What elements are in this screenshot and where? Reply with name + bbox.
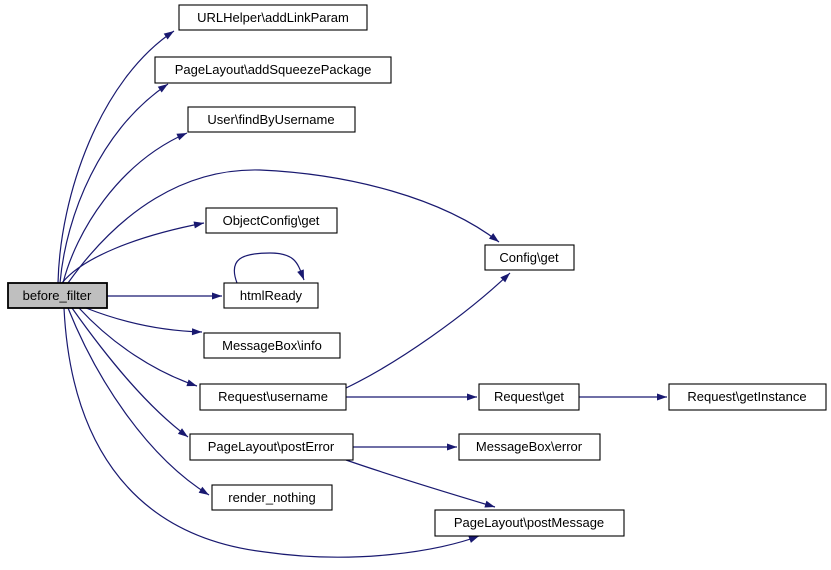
node-add-link-param[interactable]: URLHelper\addLinkParam: [178, 4, 368, 31]
message-box-error-label: MessageBox\error: [476, 439, 583, 454]
post-error-box[interactable]: [189, 433, 354, 461]
post-message-label: PageLayout\postMessage: [454, 515, 604, 530]
node-post-error[interactable]: PageLayout\postError: [189, 433, 354, 461]
node-request-get[interactable]: Request\get: [478, 383, 580, 411]
find-by-username-box[interactable]: [187, 106, 356, 133]
node-layer: before_filter URLHelper\addLinkParam Pag…: [7, 4, 827, 537]
edge-before-filter-to-config-get: [67, 169, 500, 284]
node-find-by-username[interactable]: User\findByUsername: [187, 106, 356, 133]
edge-before-filter-to-request-username: [78, 307, 198, 387]
edge-before-filter-to-add-link-param: [57, 30, 175, 284]
request-get-label: Request\get: [494, 389, 564, 404]
edge-html-ready-self-loop: [233, 252, 305, 284]
request-username-label: Request\username: [218, 389, 328, 404]
message-box-info-label: MessageBox\info: [222, 338, 322, 353]
config-get-box[interactable]: [484, 244, 575, 271]
post-message-box[interactable]: [434, 509, 625, 537]
html-ready-label: htmlReady: [240, 288, 303, 303]
node-before-filter: before_filter: [7, 282, 108, 309]
request-username-box[interactable]: [199, 383, 347, 411]
edge-before-filter-to-message-box-info: [85, 307, 203, 336]
edge-before-filter-to-render-nothing: [67, 307, 210, 496]
find-by-username-label: User\findByUsername: [207, 112, 334, 127]
edge-before-filter-to-post-error: [71, 307, 189, 438]
node-config-get[interactable]: Config\get: [484, 244, 575, 271]
request-get-instance-label: Request\getInstance: [687, 389, 806, 404]
add-squeeze-package-label: PageLayout\addSqueezePackage: [175, 62, 372, 77]
edge-layer: [57, 30, 667, 558]
object-config-get-box[interactable]: [205, 207, 338, 234]
node-request-get-instance[interactable]: Request\getInstance: [668, 383, 827, 411]
render-nothing-label: render_nothing: [228, 490, 315, 505]
edge-request-username-to-config-get: [345, 272, 511, 389]
node-post-message[interactable]: PageLayout\postMessage: [434, 509, 625, 537]
edge-before-filter-to-post-message: [63, 307, 480, 558]
request-get-box[interactable]: [478, 383, 580, 411]
config-get-label: Config\get: [499, 250, 559, 265]
node-request-username[interactable]: Request\username: [199, 383, 347, 411]
before-filter-box: [7, 282, 108, 309]
node-add-squeeze-package[interactable]: PageLayout\addSqueezePackage: [154, 56, 392, 84]
edge-before-filter-to-find-by-username: [62, 132, 188, 284]
edge-post-error-to-post-message: [345, 459, 496, 508]
add-link-param-box[interactable]: [178, 4, 368, 31]
node-render-nothing[interactable]: render_nothing: [211, 484, 333, 511]
request-get-instance-box[interactable]: [668, 383, 827, 411]
node-object-config-get[interactable]: ObjectConfig\get: [205, 207, 338, 234]
edge-before-filter-to-object-config-get: [61, 221, 205, 284]
node-html-ready[interactable]: htmlReady: [223, 282, 319, 309]
render-nothing-box[interactable]: [211, 484, 333, 511]
before-filter-label: before_filter: [23, 288, 92, 303]
post-error-label: PageLayout\postError: [208, 439, 335, 454]
message-box-error-box[interactable]: [458, 433, 601, 461]
message-box-info-box[interactable]: [203, 332, 341, 359]
add-link-param-label: URLHelper\addLinkParam: [197, 10, 349, 25]
object-config-get-label: ObjectConfig\get: [223, 213, 320, 228]
add-squeeze-package-box[interactable]: [154, 56, 392, 84]
node-message-box-error[interactable]: MessageBox\error: [458, 433, 601, 461]
node-message-box-info[interactable]: MessageBox\info: [203, 332, 341, 359]
edge-before-filter-to-add-squeeze-package: [59, 83, 169, 284]
html-ready-box[interactable]: [223, 282, 319, 309]
